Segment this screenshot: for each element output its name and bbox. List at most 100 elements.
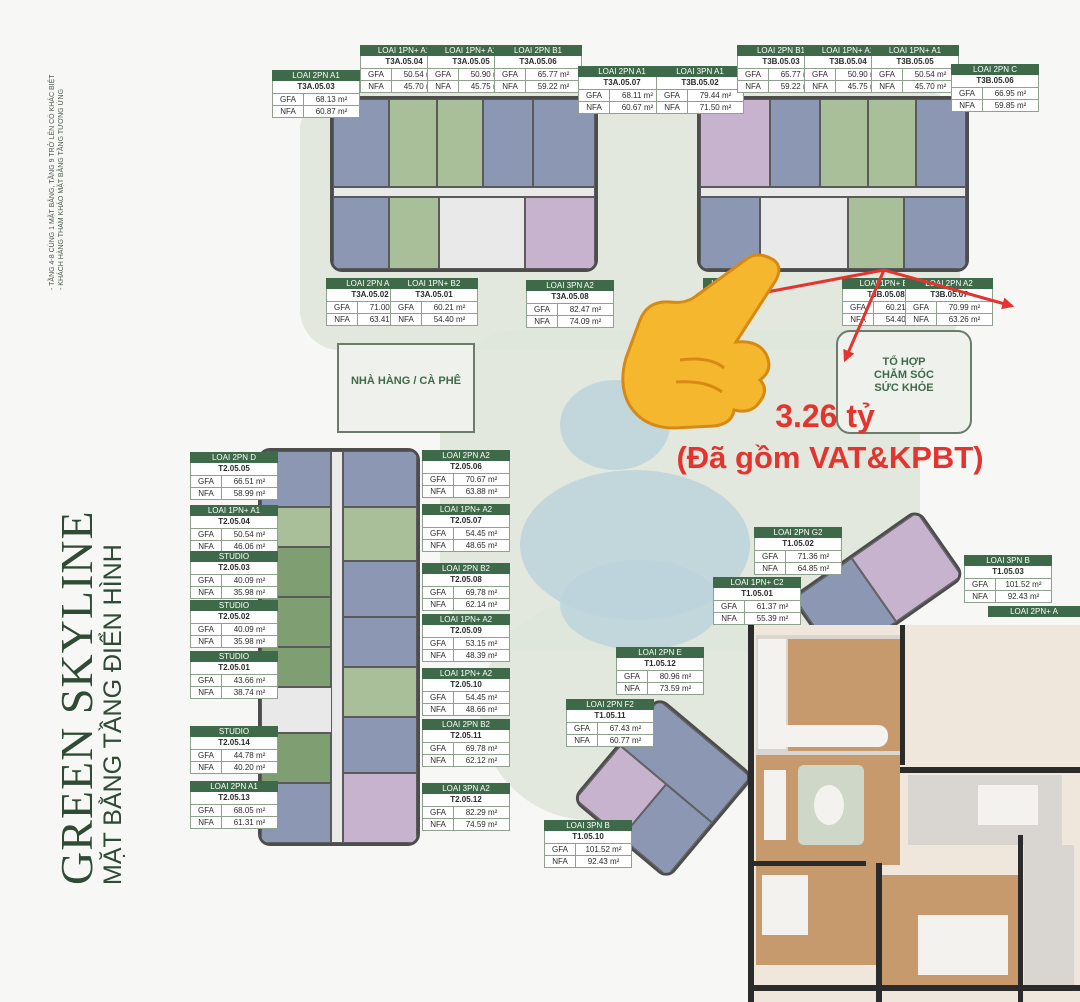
gfa-label: GFA (617, 671, 648, 682)
nfa-label: NFA (191, 636, 222, 647)
gfa-label: GFA (273, 94, 304, 105)
gfa-value: 70.67 m² (465, 475, 498, 484)
nfa-label: NFA (738, 81, 769, 92)
building-t2 (258, 448, 420, 846)
floor-note-line2: - KHÁCH HÀNG THAM KHẢO MẶT BẰNG TẦNG TƯƠ… (58, 88, 65, 290)
unit-code: T2.05.09 (422, 625, 510, 637)
nfa-label: NFA (327, 314, 358, 325)
unit-type: LOAI 2PN D (190, 452, 278, 463)
unit-code: T1.05.03 (964, 566, 1052, 578)
nfa-value: 60.87 m² (315, 107, 348, 116)
nfa-label: NFA (423, 540, 454, 551)
nfa-label: NFA (965, 591, 996, 602)
nfa-value: 59.22 m² (780, 82, 813, 91)
gfa-value: 71.00 m² (369, 303, 402, 312)
gfa-label: GFA (423, 474, 454, 485)
nfa-label: NFA (423, 755, 454, 766)
unit-code: T3B.05.05 (871, 56, 959, 68)
unit-code: T2.05.08 (422, 574, 510, 586)
unit-type: LOAI 1PN+ A1 (804, 45, 892, 56)
unit-code: T1.05.12 (616, 658, 704, 670)
unit-type: LOAI 2PN A1 (578, 66, 666, 77)
unit-type: STUDIO (190, 726, 278, 737)
nfa-label: NFA (361, 81, 392, 92)
unit-type: LOAI 2PN B2 (422, 563, 510, 574)
pointing-hand-icon (620, 250, 800, 430)
unit-code: T2.05.14 (190, 737, 278, 749)
gfa-label: GFA (423, 807, 454, 818)
gfa-value: 50.54 m² (403, 70, 436, 79)
floor-note: - TẦNG 4-8 CÙNG 1 MẶT BẰNG, TẦNG 9 TRỞ L… (48, 74, 66, 290)
nfa-label: NFA (423, 599, 454, 610)
gfa-value: 68.05 m² (233, 806, 266, 815)
nfa-value: 61.31 m² (233, 818, 266, 827)
nfa-value: 58.99 m² (233, 489, 266, 498)
gfa-value: 54.45 m² (465, 529, 498, 538)
gfa-label: GFA (495, 69, 526, 80)
nfa-value: 48.65 m² (465, 541, 498, 550)
unit-type: LOAI 3PN A2 (526, 280, 614, 291)
nfa-value: 63.26 m² (948, 315, 981, 324)
nfa-label: NFA (843, 314, 874, 325)
nfa-value: 38.74 m² (233, 688, 266, 697)
gfa-value: 68.13 m² (315, 95, 348, 104)
gfa-label: GFA (423, 638, 454, 649)
gfa-value: 66.95 m² (994, 89, 1027, 98)
gfa-value: 66.51 m² (233, 477, 266, 486)
unit-code: T2.05.02 (190, 611, 278, 623)
nfa-label: NFA (191, 587, 222, 598)
nfa-label: NFA (952, 100, 983, 111)
nfa-label: NFA (579, 102, 610, 113)
unit-code: T3A.05.07 (578, 77, 666, 89)
unit-code: T2.05.04 (190, 516, 278, 528)
gfa-value: 65.77 m² (537, 70, 570, 79)
unit-code: T3A.05.06 (494, 56, 582, 68)
nfa-label: NFA (872, 81, 903, 92)
unit-code: T3A.05.08 (526, 291, 614, 303)
unit-code: T1.05.11 (566, 710, 654, 722)
nfa-value: 62.12 m² (465, 756, 498, 765)
unit-type: LOAI 1PN+ A1 (190, 505, 278, 516)
gfa-label: GFA (191, 529, 222, 540)
unit-type: LOAI 1PN+ B2 (390, 278, 478, 289)
gfa-label: GFA (906, 302, 937, 313)
gfa-label: GFA (872, 69, 903, 80)
nfa-value: 62.14 m² (465, 600, 498, 609)
unit-type: LOAI 1PN+ A2 (422, 504, 510, 515)
gfa-label: GFA (391, 302, 422, 313)
nfa-value: 45.70 m² (914, 82, 947, 91)
gfa-value: 79.44 m² (699, 91, 732, 100)
nfa-value: 55.39 m² (756, 614, 789, 623)
nfa-value: 35.98 m² (233, 588, 266, 597)
unit-type: LOAI 1PN+ A2 (422, 614, 510, 625)
gfa-value: 60.21 m² (885, 303, 918, 312)
gfa-label: GFA (327, 302, 358, 313)
nfa-label: NFA (191, 687, 222, 698)
unit-type: STUDIO (190, 551, 278, 562)
gfa-value: 69.78 m² (465, 744, 498, 753)
gfa-label: GFA (191, 575, 222, 586)
nfa-value: 63.41 m² (369, 315, 402, 324)
nfa-label: NFA (191, 762, 222, 773)
gfa-value: 61.37 m² (756, 602, 789, 611)
unit-type: STUDIO (190, 651, 278, 662)
gfa-value: 53.15 m² (465, 639, 498, 648)
unit-type: LOAI 2PN F2 (566, 699, 654, 710)
gfa-value: 101.52 m² (1005, 580, 1042, 589)
health-complex-block: TỔ HỢP CHĂM SÓC SỨC KHỎE (836, 330, 972, 434)
unit-type: LOAI 1PN+ A2 (422, 668, 510, 679)
unit-code: T2.05.12 (422, 794, 510, 806)
unit-type: LOAI 2PN A1 (190, 781, 278, 792)
gfa-label: GFA (952, 88, 983, 99)
